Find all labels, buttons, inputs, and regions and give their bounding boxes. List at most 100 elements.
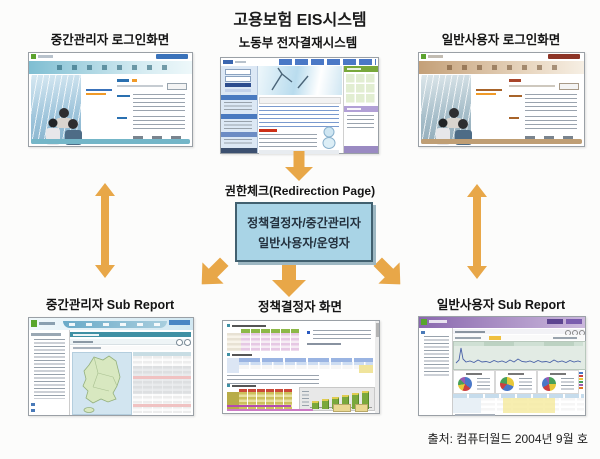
info-list-1 xyxy=(133,94,185,111)
note-bullet xyxy=(307,331,310,334)
bar-1 xyxy=(312,401,319,409)
dashboard-logo-text xyxy=(429,320,447,323)
redirect-label: 권한체크(Redirection Page) xyxy=(224,184,376,198)
header-text xyxy=(347,108,361,110)
arrow-user-bidirectional xyxy=(467,184,487,279)
highlight-row-2 xyxy=(133,404,191,407)
label-admin-report: 중간관리자 Sub Report xyxy=(45,298,175,312)
logo-text xyxy=(38,55,53,58)
label-policy-screen: 정책결정자 화면 xyxy=(258,300,342,314)
row-labels xyxy=(227,392,239,409)
bar-4 xyxy=(342,395,349,409)
site-logo xyxy=(31,54,36,59)
screenshot-user-login xyxy=(418,52,585,147)
form-accent xyxy=(132,79,137,82)
table-header xyxy=(453,394,584,398)
pie-title xyxy=(508,373,524,375)
table-rows xyxy=(133,356,191,413)
winter-photo xyxy=(258,66,342,95)
table-gray-block xyxy=(133,366,191,394)
label-user-report: 일반사용자 Sub Report xyxy=(436,298,566,312)
pie-legend xyxy=(561,378,574,390)
info-list-2 xyxy=(525,116,577,132)
mascot-art xyxy=(322,126,336,149)
headline-line2 xyxy=(476,93,496,95)
side-footer xyxy=(221,148,257,153)
bar-2 xyxy=(322,399,329,409)
login-links xyxy=(225,89,251,92)
pie-panel-1 xyxy=(453,370,495,394)
side-section-1 xyxy=(221,95,257,100)
portal-left-sidebar xyxy=(221,66,258,153)
header-row-1 xyxy=(239,358,373,362)
filter-text xyxy=(455,336,481,339)
green-section-header xyxy=(344,66,378,72)
login-id-input xyxy=(225,69,251,75)
banner-button-2 xyxy=(355,404,368,412)
date-search-bar xyxy=(259,97,341,104)
report-logo-text xyxy=(39,322,55,325)
y-axis-labels xyxy=(302,391,309,406)
submit-button xyxy=(167,83,187,90)
arrow-portal-to-redirect xyxy=(285,151,313,181)
info-list-1 xyxy=(525,94,577,111)
footer-bar xyxy=(421,139,582,144)
portal-logo-text xyxy=(235,61,246,63)
tree-bullet-1 xyxy=(31,403,35,406)
info-header-1 xyxy=(117,95,130,97)
side-section-2 xyxy=(221,114,257,119)
report-menu-wave xyxy=(63,321,167,328)
section1-title xyxy=(232,324,266,327)
toolbar-1 xyxy=(453,329,585,336)
diagram-title: 고용보험 EIS시스템 xyxy=(233,12,367,29)
quick-links xyxy=(347,115,374,131)
pie-title xyxy=(466,373,482,375)
menu-bar xyxy=(419,61,584,74)
portal-top-tabs xyxy=(279,59,376,65)
report-tree-panel xyxy=(29,330,70,415)
news-links xyxy=(259,106,339,127)
pie-chart xyxy=(500,377,514,391)
partner-logos xyxy=(525,136,577,139)
row-labels xyxy=(453,398,481,413)
top-login-button xyxy=(548,54,580,59)
headline-line2 xyxy=(86,93,106,95)
login-submit xyxy=(225,83,251,87)
dashboard-logo xyxy=(421,319,427,325)
table-cells xyxy=(241,333,299,351)
tree-title xyxy=(31,333,61,336)
pie-legend xyxy=(519,378,532,390)
wide-table xyxy=(227,358,373,373)
pie-chart xyxy=(542,377,556,391)
service-icon-grid xyxy=(346,74,375,103)
line-chart-panel xyxy=(453,341,586,370)
submit-button xyxy=(559,83,579,90)
status-bar-text xyxy=(455,414,495,416)
row-labels xyxy=(227,333,241,351)
info-list-2 xyxy=(133,116,185,132)
tree-bullet xyxy=(421,331,425,334)
label-user-login: 일반사용자 로그인화면 xyxy=(441,33,561,47)
trend-table xyxy=(227,389,293,409)
right-text xyxy=(553,336,577,339)
headline-line1 xyxy=(86,89,112,91)
arrow-redirect-to-admin-report xyxy=(201,257,229,285)
footer-bar xyxy=(31,139,190,144)
toolbar-icon-2 xyxy=(184,339,191,346)
menu-icons xyxy=(447,65,561,70)
purple-footer xyxy=(344,146,378,153)
dashboard-tree xyxy=(419,328,453,415)
tree-items xyxy=(424,336,449,376)
korea-map xyxy=(82,355,121,413)
header-text xyxy=(347,68,361,70)
tree-art xyxy=(271,67,309,91)
pie-chart xyxy=(458,377,472,391)
banner-button-1 xyxy=(333,404,351,412)
form-section-title xyxy=(509,79,521,82)
pie-panel-2 xyxy=(495,370,537,394)
body-rows xyxy=(239,365,373,373)
form-section-title xyxy=(117,79,129,82)
info-header-2 xyxy=(509,117,519,119)
portal-logo xyxy=(223,60,233,64)
